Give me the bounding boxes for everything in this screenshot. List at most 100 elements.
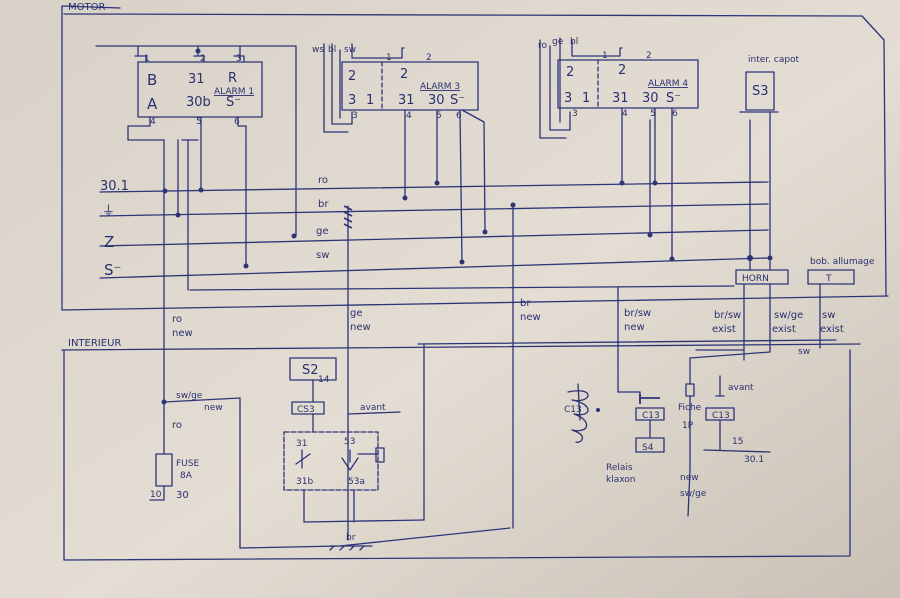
bus-label-z: Z xyxy=(104,233,114,251)
horn-and-coil: HORN bob. allumage T xyxy=(181,139,875,291)
fiche-connector: Fiche 1P new sw/ge xyxy=(678,357,707,517)
wire-note-new-swge: sw/ge xyxy=(680,489,707,499)
alarm-1-name: ALARM 1 xyxy=(214,87,254,97)
alarm-3-wire-ws: ws xyxy=(312,45,324,55)
relay-label: Relais xyxy=(606,463,633,473)
wire-color-ro: ro xyxy=(318,175,328,186)
s2-connector-label: CS3 xyxy=(297,405,315,415)
wire-note-br: br xyxy=(520,298,531,309)
alarm-1-label-a: A xyxy=(147,95,158,113)
alarm-1-module: 1 2 3 B 31 R ALARM 1 A 30b S⁻ 4 5 6 xyxy=(95,45,297,321)
alarm-3-pin-5: 5 xyxy=(436,111,442,121)
alarm-3-wire-bl: bl xyxy=(328,45,336,55)
wire-note-ge: ge xyxy=(350,308,363,319)
bus-label-s: S⁻ xyxy=(104,261,121,279)
alarm-3-pin-4: 4 xyxy=(406,111,412,121)
s4-label: S4 xyxy=(642,443,654,453)
hood-switch-s3: inter. capot S3 xyxy=(739,55,800,259)
wire-note-swge-exist: exist xyxy=(772,324,796,335)
wire-note-swge: sw/ge xyxy=(176,391,203,401)
alarm-1-pin-6: 6 xyxy=(234,117,240,127)
bus-label-30-1: 30.1 xyxy=(100,179,129,194)
alarm-1-label-30b: 30b xyxy=(186,95,211,110)
wire-note-sw-exist-color: sw xyxy=(822,310,835,321)
alarm-1-label-31: 31 xyxy=(188,72,205,87)
bus-line-z xyxy=(99,229,769,247)
wire-note-swge-new: new xyxy=(204,403,223,413)
ignition-pin-53: 53 xyxy=(344,437,355,447)
alarm-4-module: ro ge bl 2 2 ALARM 4 3 1 31 30 S⁻ 1 2 3 … xyxy=(538,37,699,260)
alarm-3-pin-2: 2 xyxy=(426,53,432,63)
alarm-4-wire-bl: bl xyxy=(570,37,578,47)
interieur-section: INTERIEUR xyxy=(61,338,861,561)
alarm-4-label-s: S⁻ xyxy=(666,91,681,106)
alarm-4-name: ALARM 4 xyxy=(648,79,688,89)
alarm-3-label-2b: 2 xyxy=(400,67,408,82)
alarm-3-label-3: 3 xyxy=(348,93,356,108)
alarm-1-label-s: S⁻ xyxy=(226,95,241,110)
horn-box xyxy=(735,269,789,285)
alarm-1-pin-1: 1 xyxy=(144,54,150,64)
alarm-1-pin-5: 5 xyxy=(196,117,202,127)
alarm-4-label-30: 30 xyxy=(642,91,659,106)
interieur-section-label: INTERIEUR xyxy=(68,338,121,349)
wire-note-brsw-exist: exist xyxy=(712,324,736,335)
alarm-1-label-b: B xyxy=(147,71,157,89)
alarm-4-pin-2: 2 xyxy=(646,51,652,61)
wire-note-swge-exist-color: sw/ge xyxy=(774,310,803,321)
alarm-4-pin-5: 5 xyxy=(650,109,656,119)
alarm-4-label-3: 3 xyxy=(564,91,572,106)
bus-lines: 30.1 ⏚ Z S⁻ ro br ge sw xyxy=(99,175,773,279)
alarm-1-box xyxy=(137,61,263,118)
fiche-pin: 1P xyxy=(682,421,694,431)
hood-switch-title: inter. capot xyxy=(748,55,800,65)
coil-label: T xyxy=(825,274,832,284)
fuse-pin-in: 10 xyxy=(150,490,162,500)
wire-color-ge: ge xyxy=(316,226,329,237)
wire-note-ro-fuse: ro xyxy=(172,420,182,431)
wire-note-brsw: br/sw xyxy=(624,308,651,319)
avant-connector-code: C13 xyxy=(712,411,730,421)
relay-connector-label: C13 xyxy=(642,411,660,421)
relay-label-klaxon: klaxon xyxy=(606,475,636,485)
wire-color-sw: sw xyxy=(316,250,329,261)
hood-switch-label: S3 xyxy=(752,84,769,99)
alarm-3-name: ALARM 3 xyxy=(420,82,460,92)
feed-wires: ro new ge new br new br/sw new br/sw exi… xyxy=(163,204,844,541)
alarm-4-pin-1: 1 xyxy=(602,51,608,61)
wire-note-brsw-new: new xyxy=(624,322,645,333)
wire-note-new: new xyxy=(680,473,699,483)
fuse-rating: 8A xyxy=(180,471,193,481)
ignition-switch-s2: S2 14 CS3 avant 31 53 31b 53a br xyxy=(239,357,511,551)
fuse-label: FUSE xyxy=(176,459,199,469)
alarm-3-module: ws bl sw 2 2 ALARM 3 3 1 31 30 S⁻ 1 2 3 … xyxy=(312,43,486,263)
alarm-4-pin-4: 4 xyxy=(622,109,628,119)
wire-note-sw-exist: exist xyxy=(820,324,844,335)
wire-note-brsw-exist-color: br/sw xyxy=(714,310,741,321)
wire-note-br-ground: br xyxy=(346,533,356,543)
alarm-4-label-2a: 2 xyxy=(566,65,574,80)
alarm-1-pin-3: 3 xyxy=(236,54,242,64)
motor-section-label: MOTOR xyxy=(68,2,105,13)
alarm-4-label-31: 31 xyxy=(612,91,629,106)
avant-connector-label: avant xyxy=(728,383,754,393)
wire-note-avant: avant xyxy=(360,403,386,413)
alarm-4-label-2b: 2 xyxy=(618,63,626,78)
alarm-3-pin-1: 1 xyxy=(386,53,392,63)
alarm-3-label-31: 31 xyxy=(398,93,415,108)
ignition-pin-53a: 53a xyxy=(348,477,365,487)
alarm-3-pin-6: 6 xyxy=(456,111,462,121)
alarm-3-label-s: S⁻ xyxy=(450,93,465,108)
relay-coil-label: C13 xyxy=(564,405,582,415)
coil-box xyxy=(807,269,855,285)
alarm-3-label-2a: 2 xyxy=(348,69,356,84)
avant-connector: avant C13 15 30.1 xyxy=(703,375,771,465)
alarm-4-box xyxy=(557,59,699,109)
ignition-pin-31: 31 xyxy=(296,439,307,449)
coil-title: bob. allumage xyxy=(810,257,875,267)
bus-label-ground: ⏚ xyxy=(102,204,115,219)
alarm-3-label-1: 1 xyxy=(366,93,374,108)
avant-connector-pin: 15 xyxy=(732,437,743,447)
